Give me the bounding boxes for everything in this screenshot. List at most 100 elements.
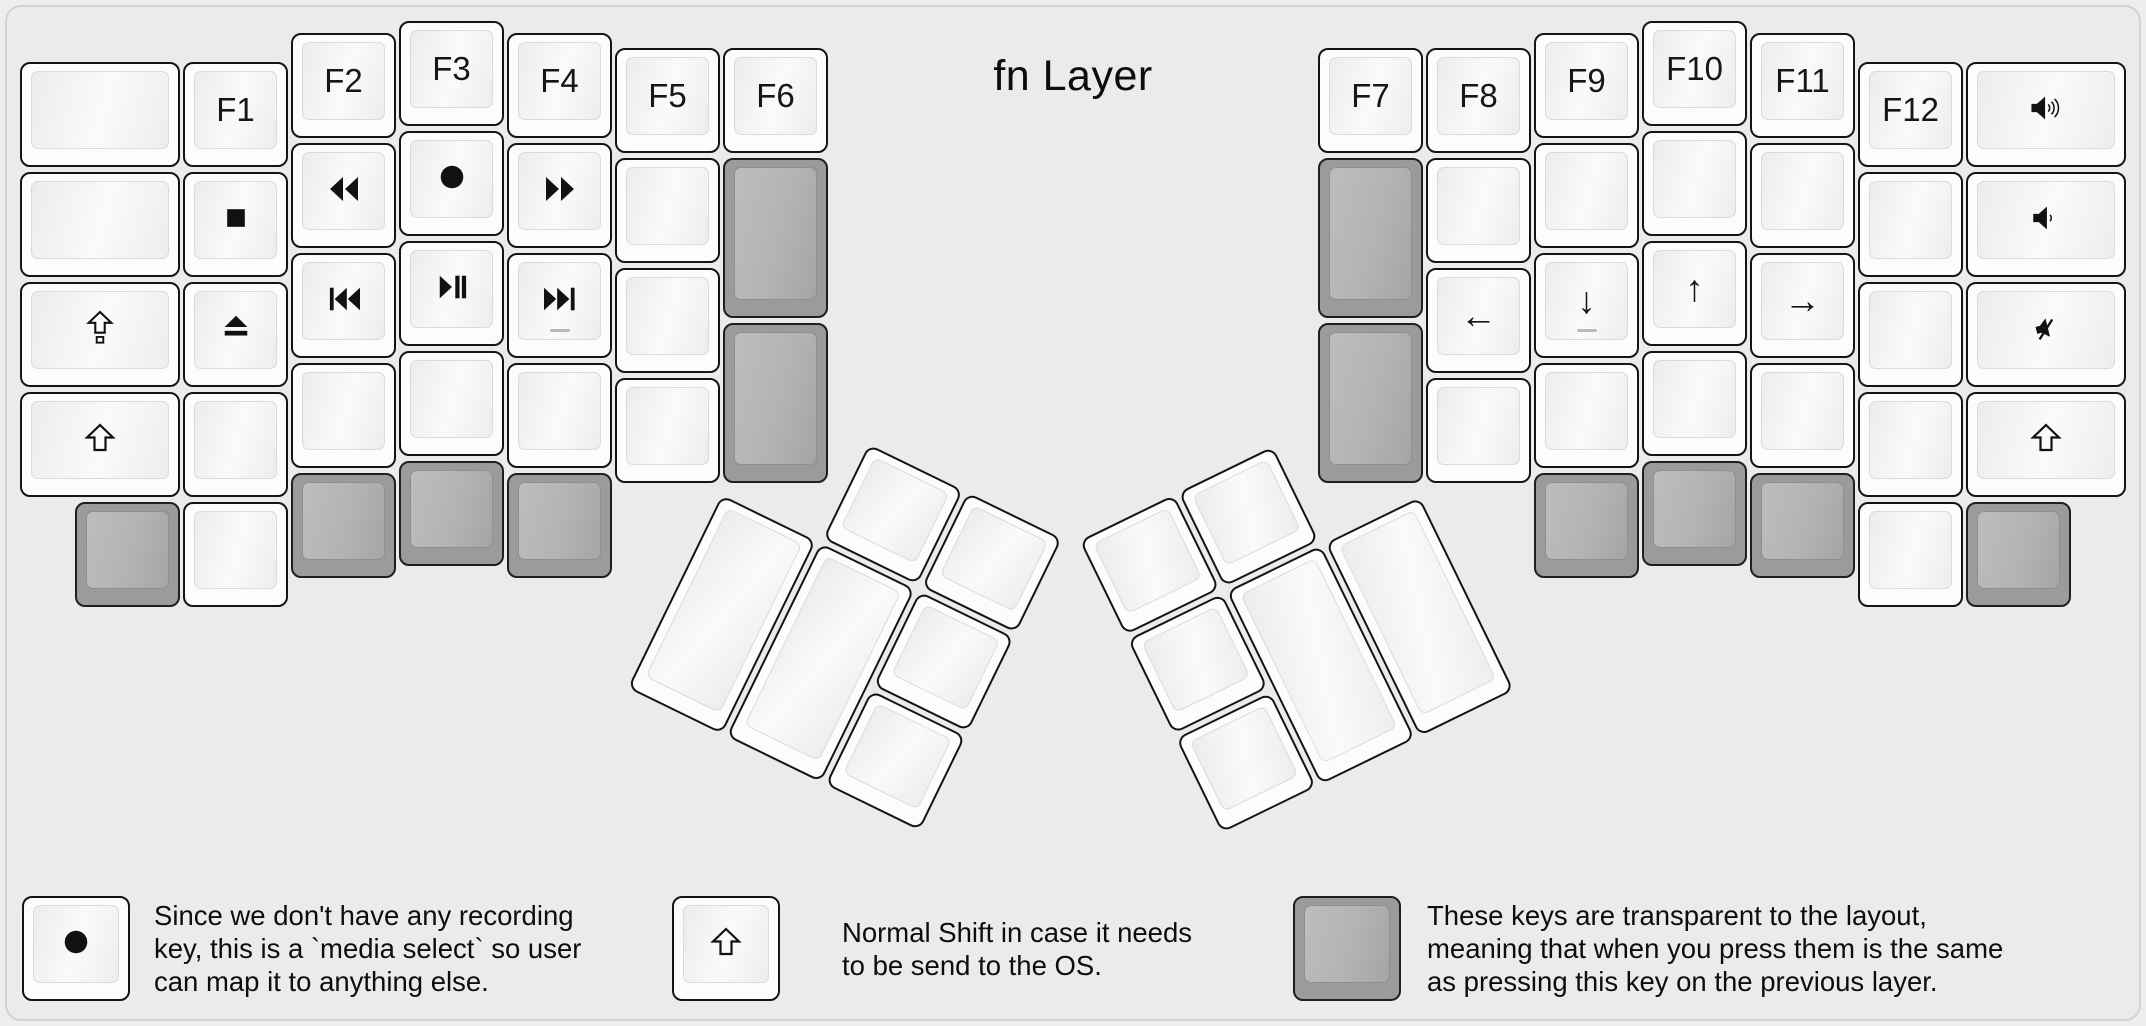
key-blank-f9-col-4[interactable] [1534, 363, 1639, 468]
key-arrow-left[interactable]: ← [1426, 268, 1531, 373]
key-volume-up[interactable] [1966, 62, 2126, 167]
key-blank-f2-col-4[interactable] [291, 363, 396, 468]
key-f9-label: F9 [1567, 62, 1606, 99]
stop-icon [221, 203, 251, 238]
key-blank-f3-col-4-top [410, 360, 493, 438]
shift-icon [82, 420, 118, 461]
key-f11-top: F11 [1761, 42, 1844, 120]
key-f5-label: F5 [648, 77, 687, 114]
key-transparent-f2-col-bottom[interactable] [291, 473, 396, 578]
key-transparent-f7-tall-2[interactable] [1318, 323, 1423, 483]
key-f5[interactable]: F5 [615, 48, 720, 153]
key-f9[interactable]: F9 [1534, 33, 1639, 138]
key-blank-f5-col-2[interactable] [615, 158, 720, 263]
key-media-select-record[interactable] [399, 131, 504, 236]
legend-line: as pressing this key on the previous lay… [1427, 966, 1938, 997]
key-arrow-up[interactable]: ↑ [1642, 241, 1747, 346]
key-fast-forward-top [518, 152, 601, 230]
key-transparent-f4-col-bottom[interactable] [507, 473, 612, 578]
key-caps-lock[interactable] [20, 282, 180, 387]
key-fast-forward[interactable] [507, 143, 612, 248]
key-f6[interactable]: F6 [723, 48, 828, 153]
key-shift-right[interactable] [1966, 392, 2126, 497]
key-blank-f10-col-2-top [1653, 140, 1736, 218]
key-arrow-right[interactable]: → [1750, 253, 1855, 358]
legend-shift-key [672, 896, 780, 1001]
key-blank-f5-col-3[interactable] [615, 268, 720, 373]
key-blank-left-outer-1[interactable] [20, 62, 180, 167]
key-blank-f8-col-4[interactable] [1426, 378, 1531, 483]
key-f8[interactable]: F8 [1426, 48, 1531, 153]
key-shift-right-top [1977, 401, 2115, 479]
key-transparent-f3-col-bottom[interactable] [399, 461, 504, 566]
key-blank-f12-col-3[interactable] [1858, 282, 1963, 387]
key-stop[interactable] [183, 172, 288, 277]
key-rewind[interactable] [291, 143, 396, 248]
key-blank-f4-col-4[interactable] [507, 363, 612, 468]
legend-shift-key-cap [672, 896, 780, 1001]
key-f11[interactable]: F11 [1750, 33, 1855, 138]
key-arrow-down[interactable]: ↓ [1534, 253, 1639, 358]
key-f10[interactable]: F10 [1642, 21, 1747, 126]
key-blank-f12-col-2[interactable] [1858, 172, 1963, 277]
key-transparent-f6-tall-1[interactable] [723, 158, 828, 318]
key-arrow-down-top: ↓ [1545, 262, 1628, 340]
fast-forward-icon [543, 172, 577, 211]
legend-transparent-key-cap [1293, 896, 1401, 1001]
key-skip-forward[interactable] [507, 253, 612, 358]
thumb-right-bottom-top [1189, 705, 1299, 812]
key-blank-f10-col-4[interactable] [1642, 351, 1747, 456]
volume-down-icon [2026, 202, 2066, 239]
key-transparent-f10-col-bottom-top [1653, 470, 1736, 548]
key-arrow-down-label: ↓ [1577, 280, 1596, 321]
key-f4[interactable]: F4 [507, 33, 612, 138]
key-f8-top: F8 [1437, 57, 1520, 135]
key-volume-up-top [1977, 71, 2115, 149]
key-mute-top [1977, 291, 2115, 369]
volume-up-icon [2026, 92, 2066, 129]
key-shift-left[interactable] [20, 392, 180, 497]
key-skip-back[interactable] [291, 253, 396, 358]
key-blank-f1-col-4[interactable] [183, 392, 288, 497]
mute-icon [2028, 312, 2064, 349]
key-transparent-right-bottom[interactable] [1966, 502, 2071, 607]
key-blank-f2-col-4-top [302, 372, 385, 450]
key-blank-f8-col-2[interactable] [1426, 158, 1531, 263]
key-play-pause[interactable] [399, 241, 504, 346]
key-blank-left-outer-2[interactable] [20, 172, 180, 277]
key-shift-left-top [31, 401, 169, 479]
key-blank-f11-col-4[interactable] [1750, 363, 1855, 468]
key-transparent-f6-tall-2[interactable] [723, 323, 828, 483]
key-f1[interactable]: F1 [183, 62, 288, 167]
key-f4-label: F4 [540, 62, 579, 99]
key-blank-f12-col-2-top [1869, 181, 1952, 259]
key-arrow-up-label: ↑ [1685, 268, 1704, 309]
homing-bar [1576, 328, 1597, 332]
key-eject[interactable] [183, 282, 288, 387]
key-transparent-f7-tall-1[interactable] [1318, 158, 1423, 318]
key-transparent-f10-col-bottom[interactable] [1642, 461, 1747, 566]
key-blank-f12-col-bottom[interactable] [1858, 502, 1963, 607]
key-blank-f5-col-4[interactable] [615, 378, 720, 483]
key-blank-left-bottom[interactable] [183, 502, 288, 607]
key-transparent-f11-col-bottom[interactable] [1750, 473, 1855, 578]
key-f3[interactable]: F3 [399, 21, 504, 126]
key-mute[interactable] [1966, 282, 2126, 387]
shift-icon [2028, 420, 2064, 461]
key-transparent-left-bottom[interactable] [75, 502, 180, 607]
thumb-right-mid-top [1141, 606, 1251, 713]
legend-record-key-cap [22, 896, 130, 1001]
key-blank-f10-col-2[interactable] [1642, 131, 1747, 236]
legend-item-transparent: These keys are transparent to the layout… [1293, 896, 2003, 1001]
key-blank-f3-col-4[interactable] [399, 351, 504, 456]
key-volume-down[interactable] [1966, 172, 2126, 277]
key-f7-top: F7 [1329, 57, 1412, 135]
key-blank-f11-col-2[interactable] [1750, 143, 1855, 248]
key-blank-f8-col-4-top [1437, 387, 1520, 465]
key-blank-f12-col-4[interactable] [1858, 392, 1963, 497]
key-f12[interactable]: F12 [1858, 62, 1963, 167]
key-f7[interactable]: F7 [1318, 48, 1423, 153]
key-f2[interactable]: F2 [291, 33, 396, 138]
key-blank-f9-col-2[interactable] [1534, 143, 1639, 248]
key-transparent-f9-col-bottom[interactable] [1534, 473, 1639, 578]
